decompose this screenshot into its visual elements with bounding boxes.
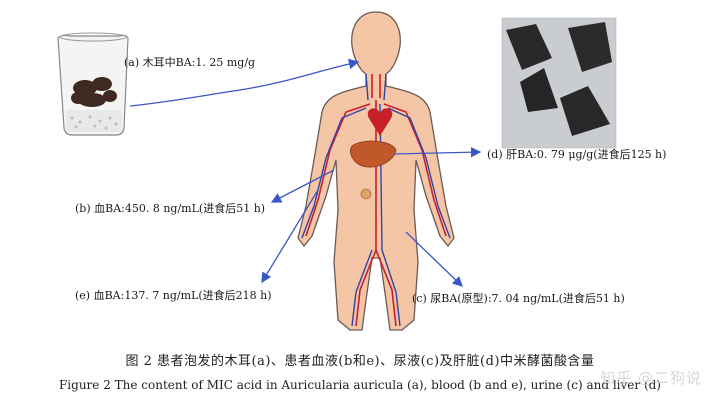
liver-sample-photo — [501, 17, 617, 149]
arrow-a — [129, 58, 360, 107]
arrow-b — [270, 169, 335, 203]
beaker-illustration — [57, 32, 129, 136]
arrow-c — [405, 231, 463, 287]
label-a: (a) 木耳中BA:1. 25 mg/g — [124, 56, 256, 69]
caption-english: Figure 2 The content of MIC acid in Auri… — [58, 378, 661, 392]
label-e: (e) 血BA:137. 7 ng/mL(进食后218 h) — [75, 289, 272, 302]
arrows — [129, 58, 482, 287]
watermark: 知乎 @二狗说 — [600, 369, 702, 387]
label-d: (d) 肝BA:0. 79 μg/g(进食后125 h) — [487, 148, 667, 161]
arrow-d — [393, 147, 482, 158]
human-body — [297, 11, 455, 331]
arrow-e — [261, 189, 319, 284]
label-c: (c) 尿BA(原型):7. 04 ng/mL(进食后51 h) — [412, 292, 625, 305]
caption-chinese: 图 2 患者泡发的木耳(a)、患者血液(b和e)、尿液(c)及肝脏(d)中米酵菌… — [125, 354, 595, 369]
label-b: (b) 血BA:450. 8 ng/mL(进食后51 h) — [75, 202, 266, 215]
